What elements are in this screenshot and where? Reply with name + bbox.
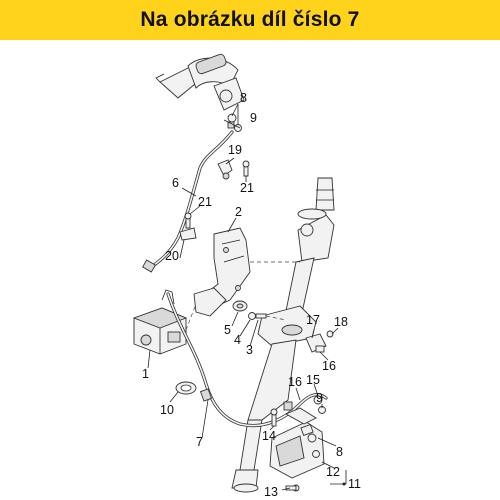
callout-16-upper: 16 [322, 359, 336, 373]
callout-11: 11 [348, 477, 361, 491]
callout-10: 10 [160, 403, 174, 417]
callout-4: 4 [234, 333, 241, 347]
leader-lines [147, 103, 339, 491]
banner-title: Na obrázku díl číslo 7 [140, 8, 360, 31]
abs-modulator-1 [132, 289, 197, 355]
caliper-bolt-14 [270, 408, 278, 427]
callout-7: 7 [196, 435, 203, 449]
brake-caliper-12 [269, 407, 325, 492]
callout-13: 13 [264, 485, 278, 499]
callout-14: 14 [262, 429, 276, 443]
hose-clip-10 [175, 381, 197, 395]
callout-1: 1 [142, 367, 149, 381]
hose-clip-19 [217, 159, 233, 180]
callout-9-top: 9 [250, 111, 257, 125]
banjo-fittings-top [227, 113, 242, 132]
spacers-3-4-5 [232, 300, 287, 321]
brake-lever-assembly [155, 53, 245, 111]
callout-dot-11 [342, 482, 346, 486]
part-number-banner: Na obrázku díl číslo 7 [0, 0, 500, 40]
front-fork [231, 177, 335, 493]
brake-hose-7 [166, 292, 328, 428]
callout-labels: 8 9 19 6 21 21 2 20 5 4 3 17 18 16 1 16 … [142, 91, 361, 499]
callout-17: 17 [306, 313, 320, 327]
callout-9-lower: 9 [316, 391, 323, 405]
callout-19: 19 [228, 143, 242, 157]
screw-21-right [242, 160, 250, 177]
callout-8-top: 8 [240, 91, 247, 105]
callout-6: 6 [172, 176, 179, 190]
callout-18: 18 [334, 315, 348, 329]
callout-15: 15 [306, 373, 320, 387]
brake-hose-6 [142, 130, 234, 273]
sensor-bracket-17-18 [305, 330, 334, 353]
callout-12: 12 [326, 465, 340, 479]
callout-20: 20 [165, 249, 179, 263]
screw-21-left [184, 212, 192, 229]
callout-8-lower: 8 [336, 445, 343, 459]
hose-clip-20 [179, 227, 197, 241]
callout-21-right: 21 [240, 181, 254, 195]
callout-21-left: 21 [198, 195, 212, 209]
abs-bracket-2 [193, 227, 300, 317]
callout-5: 5 [224, 323, 231, 337]
callout-3: 3 [246, 343, 253, 357]
callout-2: 2 [235, 205, 242, 219]
callout-16-lower: 16 [288, 375, 302, 389]
